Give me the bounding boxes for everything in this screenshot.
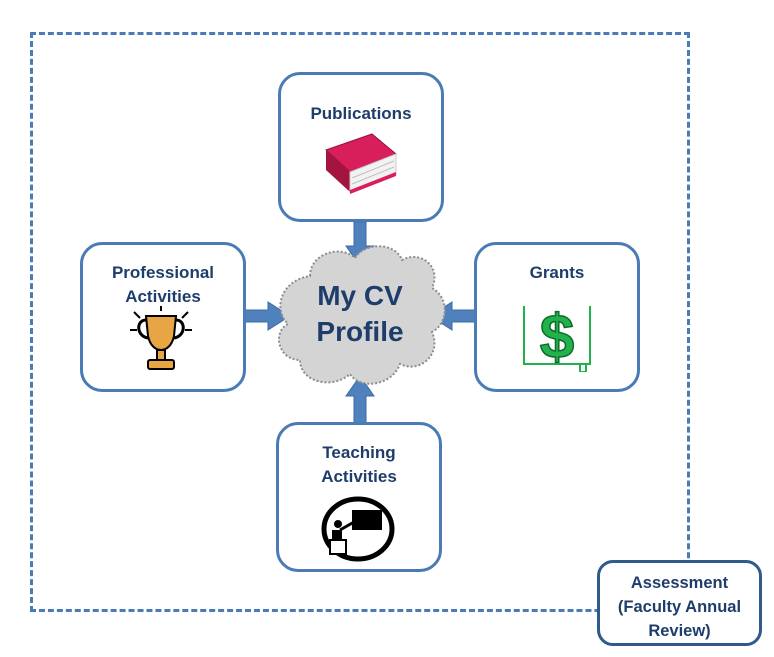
assessment-label: Assessment (Faculty Annual Review) [617, 574, 742, 640]
book-icon [325, 133, 397, 194]
assessment-boundary [30, 32, 690, 612]
dollar-icon: $ [523, 302, 591, 372]
teacher-board-icon [321, 496, 395, 562]
assessment-node: Assessment (Faculty Annual Review) [597, 560, 762, 646]
trophy-icon [130, 306, 192, 370]
grants-label: Grants [529, 263, 585, 282]
teaching-activities-label: Teaching Activities [321, 443, 397, 486]
professional-activities-label: Professional Activities [111, 263, 215, 306]
svg-text:$: $ [540, 303, 574, 372]
publications-label: Publications [310, 104, 412, 123]
cloud-shape [278, 245, 446, 385]
profile-title: My CV Profile [316, 280, 404, 347]
grants-node: Grants [474, 242, 640, 392]
